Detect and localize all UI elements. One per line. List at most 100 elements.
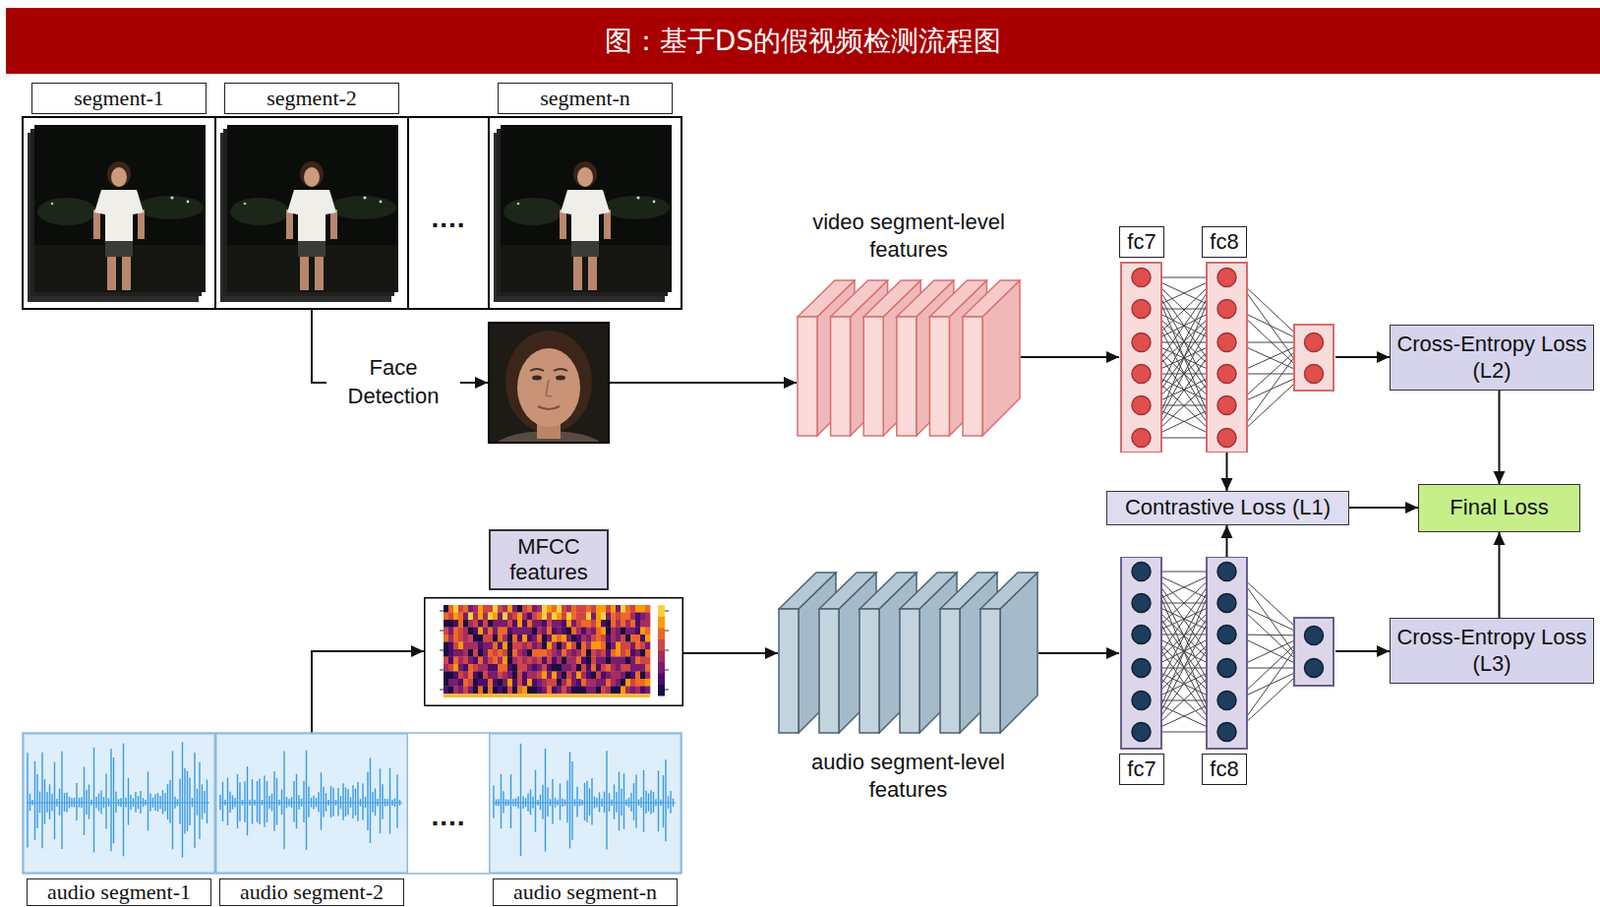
fc-neurons bbox=[1119, 556, 1165, 785]
spectro-cell bbox=[635, 604, 641, 613]
spectro-cell bbox=[527, 678, 533, 687]
heading-box: segment-n bbox=[497, 82, 673, 115]
wave-bar bbox=[527, 792, 529, 811]
spectro-cell bbox=[581, 627, 587, 636]
spectro-cell bbox=[640, 663, 646, 672]
mfcc-label-box: MFCC features bbox=[488, 529, 609, 591]
wave-bar bbox=[75, 782, 77, 821]
loss-box: Final Loss bbox=[1418, 483, 1581, 533]
slab-front bbox=[797, 316, 818, 436]
spectro-cell bbox=[586, 619, 592, 628]
spectro-cell bbox=[620, 678, 626, 687]
waveform bbox=[22, 732, 216, 874]
wave-bar bbox=[288, 798, 290, 806]
spectro-cell bbox=[635, 656, 641, 665]
neuron bbox=[1304, 364, 1324, 384]
spectro-cell bbox=[458, 649, 464, 657]
feature-stack: audio segment-level features bbox=[777, 571, 1039, 809]
spectro-cell bbox=[502, 649, 508, 657]
spectro-cell bbox=[576, 656, 582, 665]
wave-bar bbox=[525, 797, 527, 807]
spectro-cell bbox=[551, 627, 557, 636]
wave-bar bbox=[157, 792, 159, 812]
spectro-cell bbox=[556, 612, 562, 621]
spectro-cell bbox=[581, 663, 587, 672]
shirt bbox=[94, 189, 144, 243]
wave-bar bbox=[49, 783, 51, 820]
neuron bbox=[1131, 562, 1151, 582]
spectro-cell bbox=[630, 604, 636, 613]
spectro-cell bbox=[473, 678, 478, 687]
slab-front bbox=[929, 316, 949, 436]
spectro-cell bbox=[522, 619, 528, 628]
spectro-cell bbox=[497, 656, 503, 665]
wave-bar bbox=[340, 795, 342, 809]
heading-box: segment-1 bbox=[31, 82, 207, 115]
wave-cell bbox=[489, 733, 682, 874]
spectro-cell bbox=[635, 686, 641, 695]
spectro-cell bbox=[512, 619, 518, 628]
wave-bar bbox=[100, 789, 102, 814]
spectro-cell bbox=[586, 627, 592, 636]
wave-bar bbox=[203, 790, 205, 814]
spectro-cell bbox=[630, 612, 636, 621]
spectro-cell bbox=[458, 642, 464, 651]
spectro-cell bbox=[527, 649, 533, 657]
spectro-cell bbox=[477, 642, 483, 651]
bush bbox=[230, 197, 290, 226]
spectro-cell bbox=[497, 663, 503, 672]
spectro-cell bbox=[522, 642, 528, 651]
spectro-cell bbox=[492, 619, 498, 628]
eye bbox=[532, 375, 542, 381]
wave-bar bbox=[149, 792, 151, 811]
wave-bar bbox=[310, 797, 312, 808]
wave-bar bbox=[147, 770, 149, 830]
wave-bar bbox=[657, 770, 659, 832]
output-column bbox=[1294, 324, 1334, 391]
wave-bar bbox=[544, 748, 546, 852]
spectro-cell bbox=[645, 678, 651, 687]
spectro-cell bbox=[492, 663, 498, 672]
spectro-cell bbox=[482, 612, 488, 621]
wave-bar bbox=[293, 780, 295, 823]
neuron bbox=[1131, 268, 1151, 288]
wave-bar bbox=[549, 798, 551, 806]
spectro-cell bbox=[477, 619, 483, 628]
wave-bar bbox=[391, 799, 393, 806]
face-border bbox=[488, 322, 609, 443]
spectro-cell bbox=[448, 663, 454, 672]
spectro-cell bbox=[566, 649, 572, 657]
spectro-cell bbox=[615, 671, 621, 680]
spectro-cell bbox=[600, 663, 606, 672]
heading-box: fc8 bbox=[1201, 226, 1247, 258]
spectro-cell bbox=[532, 604, 537, 613]
mfcc-spectrogram bbox=[423, 596, 684, 707]
spectro-cell bbox=[448, 678, 454, 687]
spectro-cell bbox=[625, 663, 631, 672]
spectro-cell bbox=[536, 656, 542, 665]
spectro-cell bbox=[556, 634, 562, 643]
spectro-cell bbox=[605, 642, 611, 651]
slab-front bbox=[899, 608, 920, 733]
light bbox=[51, 202, 55, 206]
caption-holder: audio segment-level features bbox=[777, 748, 1039, 803]
spectro-cell bbox=[625, 678, 631, 687]
spectro-cell bbox=[487, 649, 493, 657]
spectro-cell bbox=[625, 634, 631, 643]
spectro-cell bbox=[463, 604, 469, 613]
spectro-cell bbox=[610, 678, 616, 687]
fc-neurons bbox=[1119, 226, 1165, 453]
colorbar bbox=[657, 672, 665, 685]
spectro-cell bbox=[468, 649, 474, 657]
wave-bar bbox=[645, 790, 647, 814]
spectro-cell bbox=[448, 627, 454, 636]
wave-bar bbox=[510, 773, 512, 829]
spectro-cell bbox=[502, 634, 508, 643]
arrow-head bbox=[1376, 351, 1390, 363]
wave-bar bbox=[371, 791, 373, 813]
spectro-cell bbox=[635, 642, 641, 651]
spectro-cell bbox=[561, 671, 567, 680]
spectro-cell bbox=[497, 619, 503, 628]
spectro-cell bbox=[522, 634, 528, 643]
wave-bar bbox=[325, 792, 327, 811]
